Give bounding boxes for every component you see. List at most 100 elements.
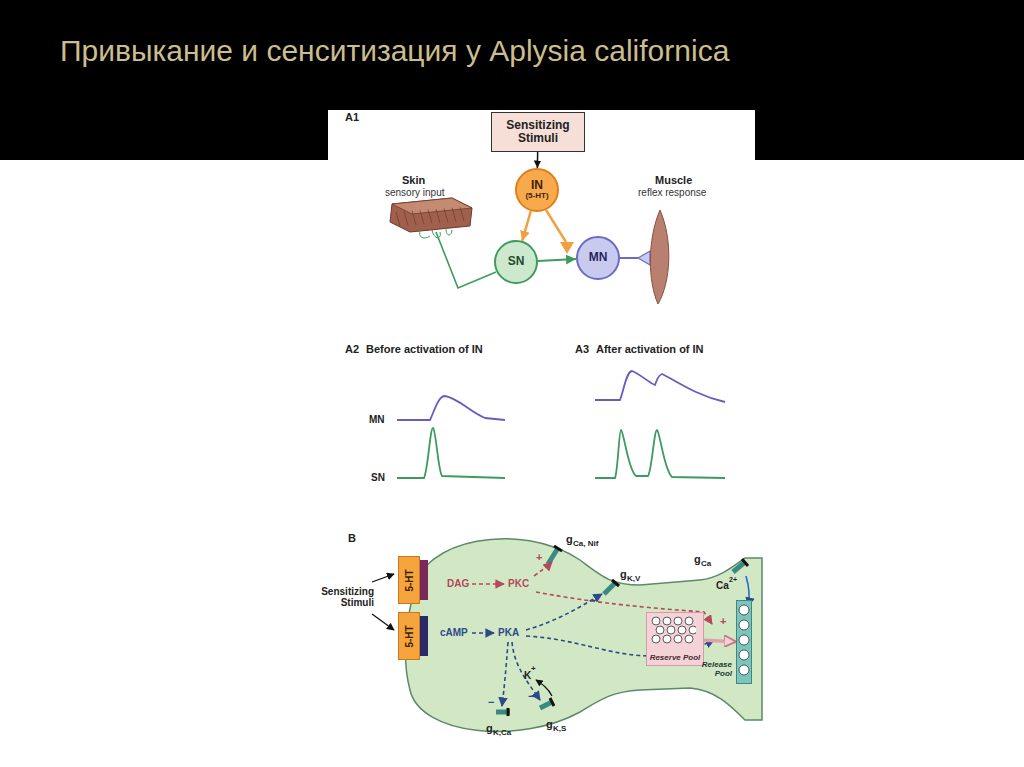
vesicle	[674, 635, 682, 643]
vesicle-cluster	[650, 615, 696, 645]
vesicle	[652, 617, 660, 625]
slide-title: Привыкание и сенситизация у Aplysia cali…	[60, 34, 729, 68]
skin-texture-line	[404, 211, 408, 225]
receptor-box: 5-HT	[398, 612, 420, 660]
effect-sign: −	[528, 690, 534, 702]
conductance-symbol: g	[566, 533, 573, 545]
vesicle	[674, 617, 682, 625]
interneuron-circle: IN(5-HT)	[515, 168, 559, 212]
receptor-label: 5-HT	[404, 569, 415, 591]
second-messenger: DAG	[447, 578, 469, 589]
panel-letter: A2	[345, 343, 359, 355]
node-label: MN	[589, 251, 608, 264]
second-messenger: cAMP	[440, 627, 468, 638]
channel-gate	[507, 708, 510, 716]
pkc-pool	[536, 592, 712, 624]
receptor-label: 5-HT	[404, 625, 415, 647]
channel-gate	[554, 546, 562, 551]
motor-terminal	[638, 251, 650, 265]
channel	[540, 702, 552, 708]
vesicle	[663, 617, 671, 625]
part-name: Skin	[402, 174, 425, 186]
connector	[522, 211, 531, 241]
vesicle	[739, 605, 749, 615]
vesicle	[663, 635, 671, 643]
node-label: Reserve Pool	[650, 654, 701, 663]
conductance-subscript: Ca	[701, 560, 711, 569]
skin-texture-line	[460, 207, 464, 221]
skin-texture-line	[436, 209, 440, 223]
skin-slab	[390, 198, 472, 232]
motor-neuron-circle: MN	[576, 236, 620, 280]
kinase: PKA	[498, 627, 519, 638]
vesicle	[678, 626, 686, 634]
node-label: (5-HT)	[525, 192, 548, 201]
ion-charge: +	[531, 665, 536, 674]
part-note: reflex response	[638, 187, 706, 198]
vesicle	[739, 620, 749, 630]
node-label: SN	[508, 255, 525, 268]
interneuron-terminal	[560, 242, 574, 254]
connector	[538, 259, 576, 261]
node-label: IN	[531, 179, 543, 192]
motor-axon	[620, 257, 638, 259]
kinase: PKC	[508, 578, 529, 589]
effect-sign: +	[536, 551, 542, 563]
trace-label: SN	[371, 472, 385, 483]
vesicle-column	[737, 601, 751, 681]
stimulus-label: Sensitizing Stimuli	[318, 586, 374, 608]
vesicle	[685, 635, 693, 643]
skin-illustration	[390, 198, 472, 238]
vesicle	[739, 635, 749, 645]
conductance-symbol: g	[546, 718, 553, 730]
mn-trace	[397, 396, 505, 420]
release-pool: Release Pool	[736, 600, 752, 684]
dag-pkc	[472, 583, 504, 585]
conductance-subscript: K,S	[553, 725, 566, 734]
ion-label: K	[524, 670, 531, 681]
receptor-box: 5-HT	[398, 556, 420, 604]
vesicle	[652, 635, 660, 643]
effect-sign: −	[590, 594, 596, 606]
sn-trace	[595, 430, 725, 478]
receptor	[420, 560, 428, 600]
skin-texture	[396, 207, 464, 226]
interneuron-branch	[546, 210, 566, 242]
panel-heading: Before activation of IN	[366, 343, 483, 355]
pkc-gca	[534, 562, 552, 576]
skin-texture-line	[396, 212, 400, 226]
channel-gate	[742, 559, 748, 566]
effect-sign: +	[720, 615, 726, 627]
mn-trace	[595, 371, 725, 402]
connector	[704, 640, 736, 641]
channel-gate	[612, 580, 619, 586]
part-note: sensory input	[385, 187, 444, 198]
channel-gate	[550, 698, 554, 706]
panel-letter: A1	[345, 111, 359, 123]
pka-gkv	[526, 594, 602, 630]
panel-heading-letter: A3	[575, 343, 589, 355]
skin-texture-line	[428, 210, 432, 224]
skin-texture-line	[452, 208, 456, 222]
conductance-subscript: Ca, Nif	[573, 540, 598, 549]
skin-texture-line	[444, 208, 448, 222]
part-name: Muscle	[655, 174, 692, 186]
skin-texture-line	[420, 210, 424, 224]
sensory-fiber	[436, 232, 496, 288]
panel-heading: After activation of IN	[596, 343, 704, 355]
conductance-subscript: K,Ca	[493, 729, 511, 738]
vesicle	[685, 617, 693, 625]
connector	[537, 152, 539, 168]
camp-pka	[472, 632, 494, 634]
receptor	[420, 616, 428, 656]
pka-gks	[512, 642, 540, 700]
muscle-fiber	[650, 210, 668, 304]
panel-letter: B	[348, 532, 356, 544]
stimulus-box: Sensitizing Stimuli	[491, 112, 585, 152]
stimulus-arrow	[372, 574, 394, 582]
conductance-symbol: g	[486, 722, 493, 734]
vesicle	[739, 665, 749, 675]
skin-texture-line	[412, 211, 416, 225]
